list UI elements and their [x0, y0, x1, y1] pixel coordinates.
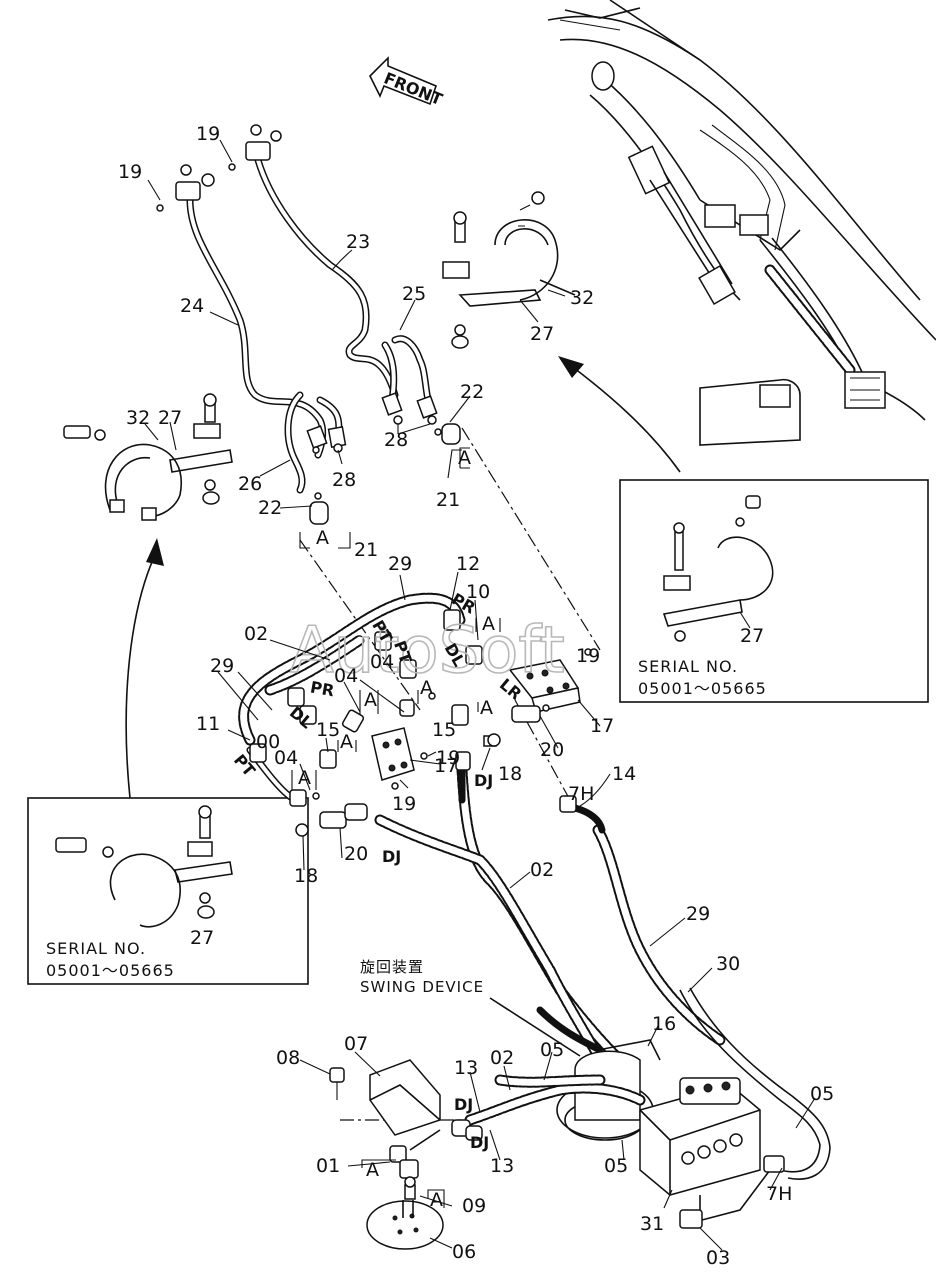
callout-16: 16 [652, 1013, 676, 1035]
callout-04c: 04 [274, 747, 298, 769]
callout-7hb: 7H [766, 1183, 792, 1205]
callout-17a: 17 [590, 715, 614, 737]
inset-right: SERIAL NO. 05001～05665 27 [619, 479, 929, 703]
callout-18b: 18 [294, 865, 318, 887]
callout-26: 26 [238, 473, 262, 495]
front-label: FRONT [381, 69, 445, 110]
callout-04a: 04 [334, 665, 358, 687]
callout-02a: 02 [244, 623, 268, 645]
callout-20b: 20 [344, 843, 368, 865]
callout-28b: 28 [384, 429, 408, 451]
front-direction-arrow: FRONT [369, 56, 445, 110]
callout-05a: 05 [540, 1039, 564, 1061]
callout-25: 25 [402, 283, 426, 305]
section-mark-a-4: A [364, 689, 377, 711]
callout-13b: 13 [490, 1155, 514, 1177]
callout-06: 06 [452, 1241, 476, 1263]
watermark: AutoSoft [290, 614, 565, 688]
callout-00: 00 [256, 731, 280, 753]
callout-21a: 21 [436, 489, 460, 511]
callout-02c: 02 [490, 1047, 514, 1069]
inset-left: SERIAL NO. 05001～05665 27 [27, 797, 309, 985]
callout-21b: 21 [354, 539, 378, 561]
callout-15a: 15 [316, 719, 340, 741]
callout-28a: 28 [332, 469, 356, 491]
callout-27b: 27 [158, 407, 182, 429]
swing-device [451, 997, 661, 1141]
callout-19e: 19 [392, 793, 416, 815]
mid-hose-harness [238, 592, 831, 1180]
callout-02b: 02 [530, 859, 554, 881]
boom-illustration [547, 0, 936, 446]
callout-19d: 19 [436, 747, 460, 769]
callout-05c: 05 [604, 1155, 628, 1177]
part-callouts: 19 19 23 24 25 32 27 32 27 26 28 28 22 2… [118, 123, 834, 1269]
callout-29b: 29 [210, 655, 234, 677]
callout-14: 14 [612, 763, 636, 785]
callout-11: 11 [196, 713, 220, 735]
callout-19c: 19 [576, 645, 600, 667]
inset-left-serial-range: 05001～05665 [46, 961, 175, 980]
section-mark-a-5: A [420, 677, 433, 699]
section-mark-a-10: A [430, 1189, 443, 1211]
callout-17b: 17 [434, 755, 458, 777]
callout-32b: 32 [126, 407, 150, 429]
inset-left-callout: 27 [190, 927, 214, 949]
callout-29c: 29 [686, 903, 710, 925]
inset-arrows [125, 356, 681, 799]
callout-22a: 22 [460, 381, 484, 403]
port-dj-1: DJ [474, 771, 493, 790]
section-marks: A A A A A A A A A A [291, 447, 501, 1211]
section-mark-a-2: A [316, 527, 329, 549]
callout-10: 10 [466, 581, 490, 603]
port-dj-4: DJ [470, 1133, 489, 1152]
section-mark-a-6: A [480, 697, 493, 719]
callout-24: 24 [180, 295, 204, 317]
inset-right-callout: 27 [740, 625, 764, 647]
callout-04b: 04 [370, 651, 394, 673]
callout-03: 03 [706, 1247, 730, 1269]
clamp-assembly-top [442, 191, 576, 349]
callout-19a: 19 [118, 161, 142, 183]
control-valve [639, 1077, 785, 1229]
section-mark-a-7: A [340, 731, 353, 753]
callout-12: 12 [456, 553, 480, 575]
callout-29a: 29 [388, 553, 412, 575]
upper-hose-assembly [156, 124, 461, 525]
section-mark-a-1: A [458, 447, 471, 469]
callout-13a: 13 [454, 1057, 478, 1079]
callout-15b: 15 [432, 719, 456, 741]
callout-09: 09 [462, 1195, 486, 1217]
callout-31: 31 [640, 1213, 664, 1235]
callout-32a: 32 [570, 287, 594, 309]
port-dj-3: DJ [454, 1095, 473, 1114]
mid-fittings [249, 609, 592, 837]
callout-18a: 18 [498, 763, 522, 785]
callout-22b: 22 [258, 497, 282, 519]
callout-27a: 27 [530, 323, 554, 345]
clamp-assembly-left [63, 393, 233, 521]
callout-08: 08 [276, 1047, 300, 1069]
inset-right-serial-range: 05001～05665 [638, 679, 767, 698]
callout-05b: 05 [810, 1083, 834, 1105]
section-mark-a-8: A [298, 767, 311, 789]
lower-parts [329, 1059, 444, 1250]
port-pr-2: PR [309, 677, 336, 700]
callout-23: 23 [346, 231, 370, 253]
callout-07: 07 [344, 1033, 368, 1055]
callout-30: 30 [716, 953, 740, 975]
section-mark-a-9: A [366, 1159, 379, 1181]
swing-device-label-jp: 旋回装置 [360, 958, 424, 976]
section-mark-a-3: A [482, 613, 495, 635]
callout-01: 01 [316, 1155, 340, 1177]
callout-7ha: 7H [568, 783, 594, 805]
callout-19b: 19 [196, 123, 220, 145]
port-dj-2: DJ [382, 847, 401, 866]
inset-left-serial-label: SERIAL NO. [46, 939, 146, 958]
swing-device-label-en: SWING DEVICE [360, 978, 484, 996]
inset-right-serial-label: SERIAL NO. [638, 657, 738, 676]
callout-20a: 20 [540, 739, 564, 761]
